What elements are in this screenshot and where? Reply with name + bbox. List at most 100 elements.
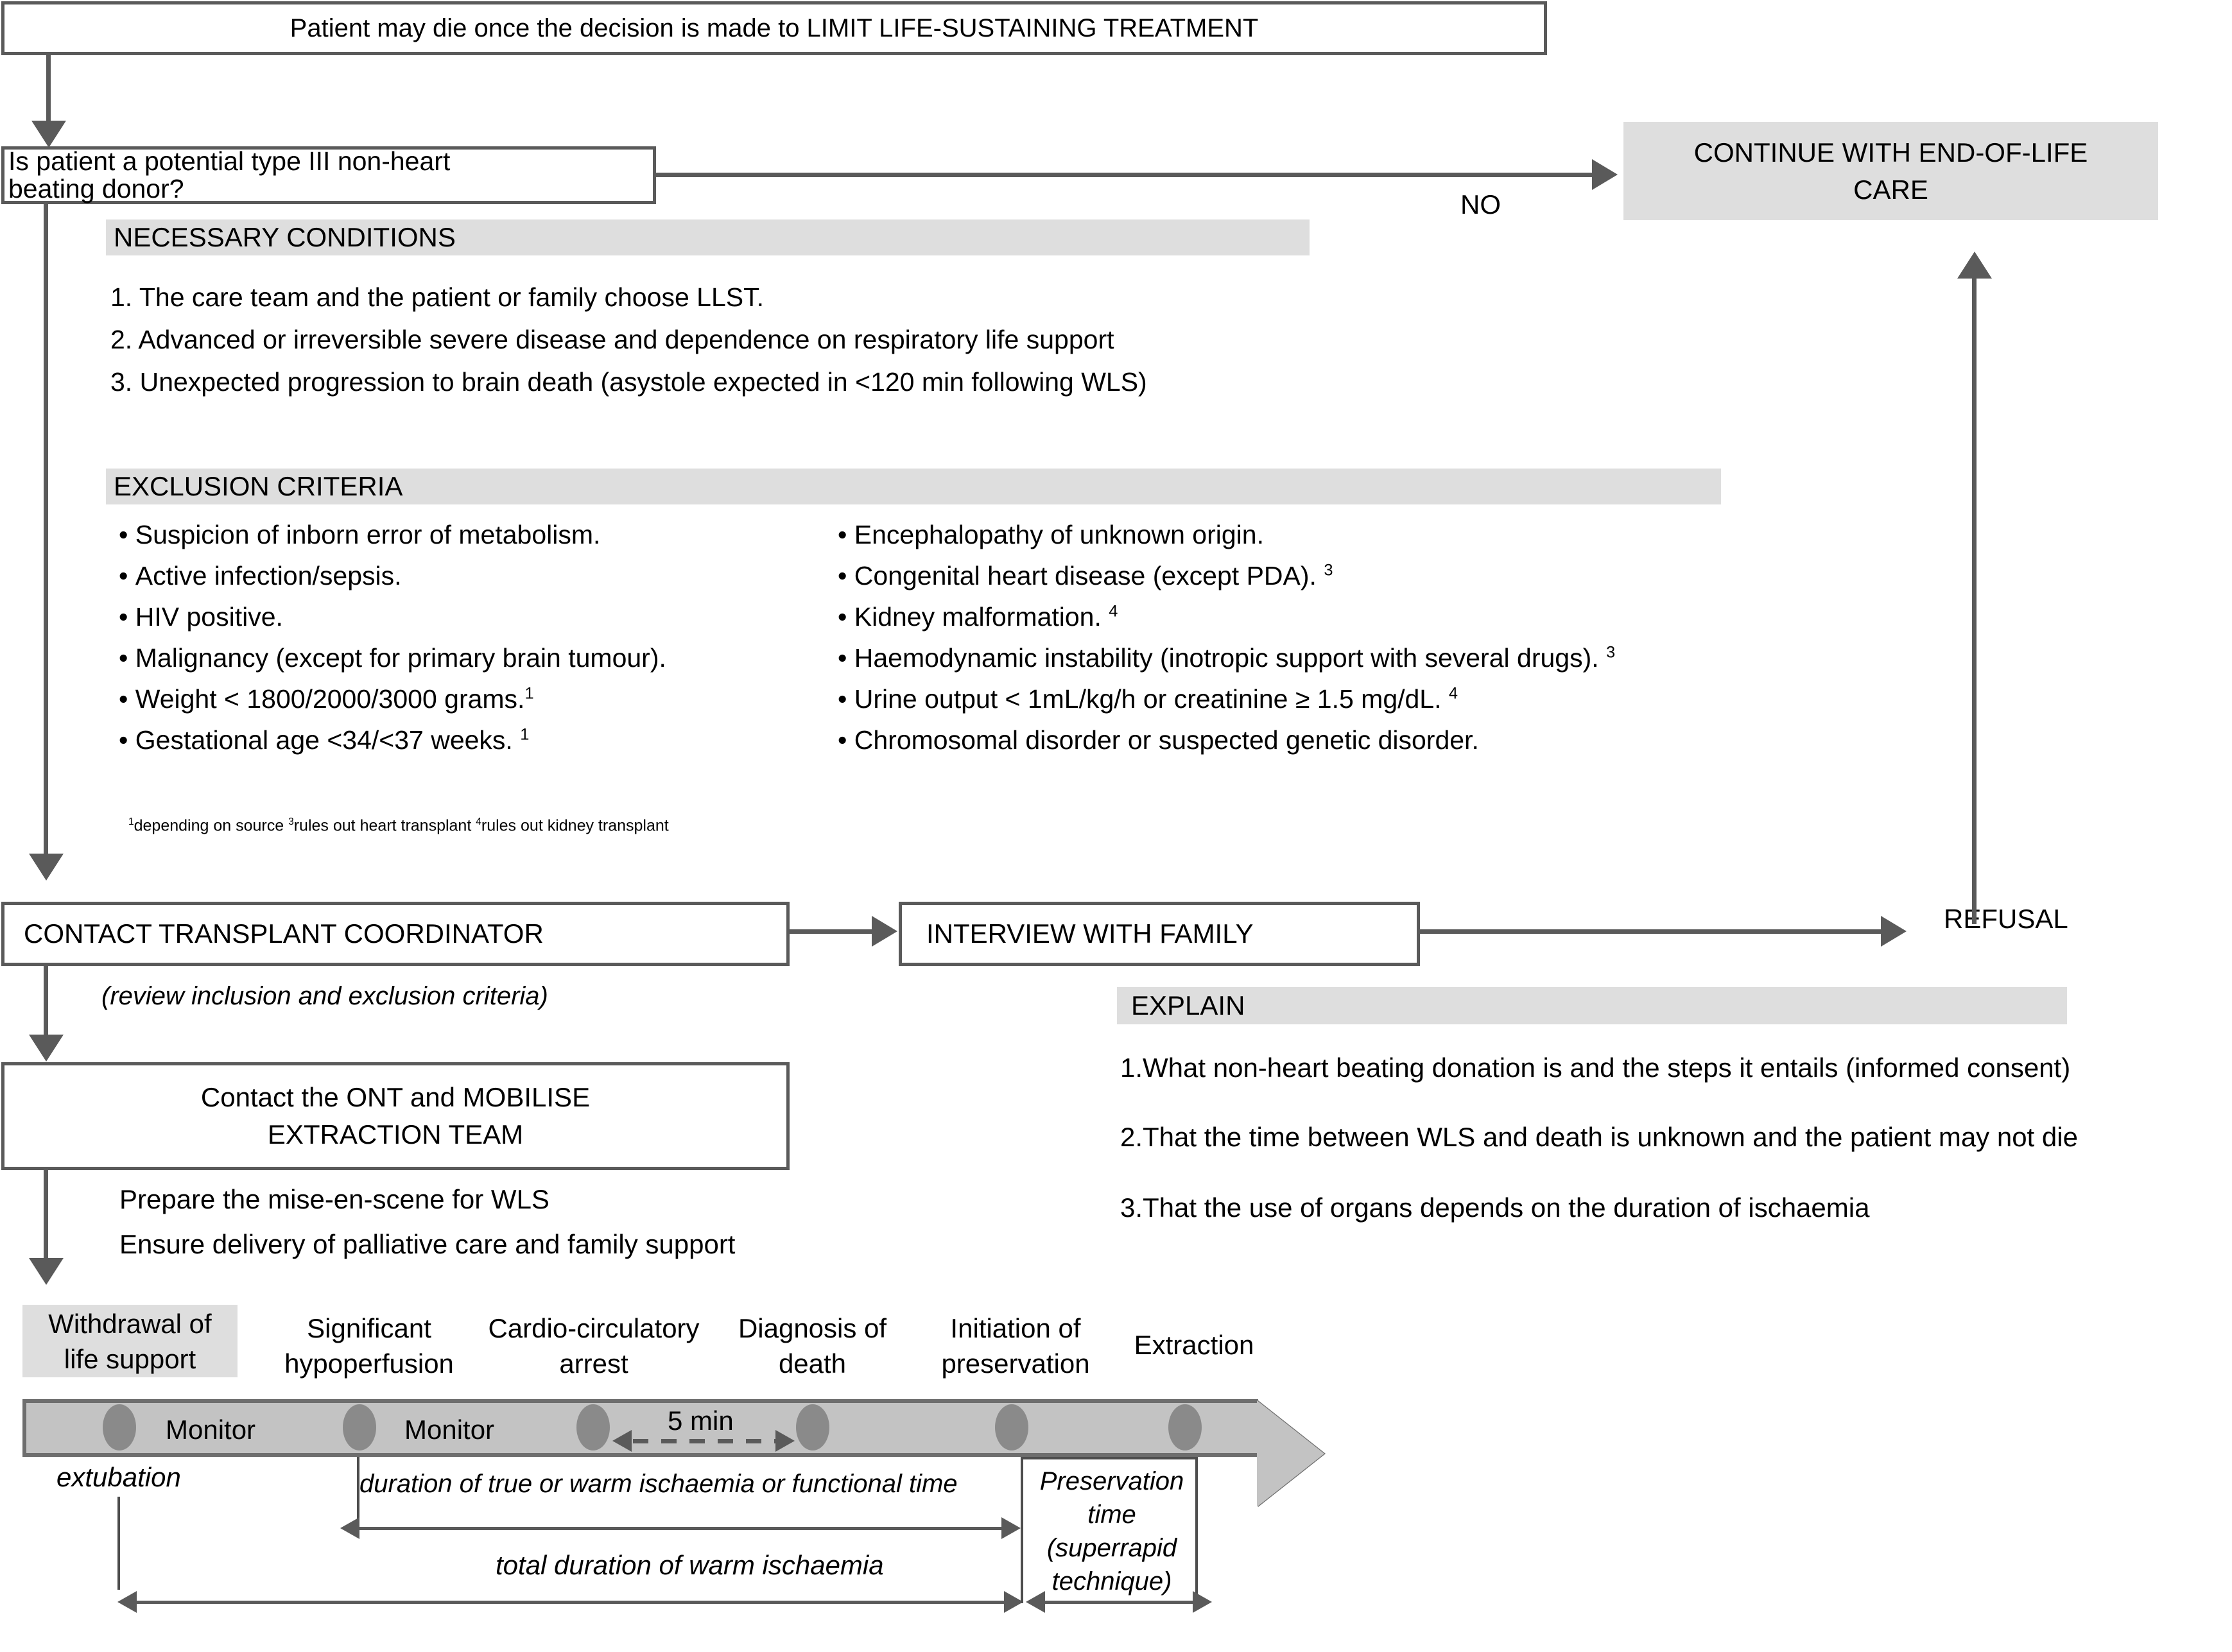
explain-item-2: 2.That the time between WLS and death is… — [1120, 1122, 2078, 1152]
exclusion-criteria-heading-band: EXCLUSION CRITERIA — [106, 469, 1721, 504]
timeline-stage-label-4: Initiation of preservation — [941, 1313, 1090, 1379]
decision-text: Is patient a potential type III non-hear… — [8, 146, 451, 203]
functional-time-label: duration of true or warm ischaemia or fu… — [359, 1470, 958, 1498]
total-ischaemia-arrow-right — [1004, 1591, 1023, 1613]
exclusion-right-item-note: 3 — [1606, 643, 1616, 662]
timeline-inline-label-0: Monitor — [166, 1415, 256, 1445]
footnote-marker: 4 — [476, 816, 481, 827]
exclusion-right-item-note: 3 — [1324, 561, 1333, 580]
exclusion-right-item-text: Encephalopathy of unknown origin. — [854, 520, 1264, 549]
exclusion-footnotes: 1depending on source 3rules out heart tr… — [128, 816, 669, 835]
interview-box-text: INTERVIEW WITH FAMILY — [926, 918, 1254, 949]
exclusion-left-item: • HIV positive. — [119, 602, 283, 632]
functional-time-line — [359, 1527, 1003, 1530]
timeline-inline-label-1: Monitor — [404, 1415, 495, 1445]
arrow-up-to-end-of-life — [1957, 252, 1992, 279]
connector-refusal-to-end-of-life — [1972, 276, 1977, 924]
explain-heading-band: EXPLAIN — [1117, 987, 2067, 1024]
exclusion-right-item-text: Urine output < 1mL/kg/h or creatinine ≥ … — [854, 684, 1442, 714]
arrow-down-to-timeline — [29, 1258, 64, 1285]
total-ischaemia-label: total duration of warm ischaemia — [496, 1550, 884, 1580]
footnote-text: rules out kidney transplant — [481, 816, 669, 835]
interview-box: INTERVIEW WITH FAMILY — [899, 902, 1420, 966]
timeline-marker — [576, 1404, 610, 1450]
timeline-marker — [796, 1404, 829, 1450]
refusal-label: REFUSAL — [1944, 904, 2068, 934]
connector-mobilise-to-timeline — [44, 1170, 48, 1263]
exclusion-right-item-text: Congenital heart disease (except PDA). — [854, 561, 1317, 590]
exclusion-left-item: • Suspicion of inborn error of metabolis… — [119, 520, 601, 549]
preservation-arrow-right — [1193, 1591, 1212, 1613]
connector-title-to-decision — [46, 55, 51, 126]
explain-heading: EXPLAIN — [1131, 990, 1245, 1020]
footnote-marker: 3 — [288, 816, 294, 827]
arrow-right-no-branch — [1592, 159, 1618, 190]
exclusion-right-item: • Urine output < 1mL/kg/h or creatinine … — [838, 684, 1458, 714]
connector-interview-to-refusal — [1420, 929, 1881, 934]
interval-arrow-left — [612, 1430, 632, 1452]
connector-no-branch — [656, 173, 1592, 177]
arrow-right-to-interview — [872, 916, 897, 947]
timeline-marker — [343, 1404, 376, 1450]
exclusion-criteria-heading: EXCLUSION CRITERIA — [114, 471, 403, 501]
timeline-stage-label-0: Withdrawal of life support — [48, 1308, 212, 1374]
timeline-stage-label-3: Diagnosis of death — [738, 1313, 887, 1379]
exclusion-left-item: • Malignancy (except for primary brain t… — [119, 643, 666, 673]
exclusion-left-item: • Gestational age <34/<37 weeks. 1 — [119, 725, 530, 755]
exclusion-left-item-note: 1 — [524, 684, 534, 703]
timeline-arrowhead — [1257, 1400, 1324, 1507]
timeline-stage-label-0-band: Withdrawal of life support — [22, 1305, 238, 1377]
exclusion-left-item-note: 1 — [520, 725, 530, 744]
necessary-item-2: 2. Advanced or irreversible severe disea… — [110, 325, 1114, 354]
preservation-tick-left — [1021, 1457, 1023, 1603]
footnote-text: rules out heart transplant — [293, 816, 472, 835]
exclusion-right-item-note: 4 — [1448, 684, 1458, 703]
arrow-right-to-refusal — [1881, 916, 1907, 947]
exclusion-right-item: • Congenital heart disease (except PDA).… — [838, 561, 1333, 590]
exclusion-right-item-text: Haemodynamic instability (inotropic supp… — [854, 643, 1599, 673]
exclusion-right-item-text: Kidney malformation. — [854, 602, 1102, 632]
title-banner-box: Patient may die once the decision is mad… — [1, 1, 1547, 55]
interval-label: 5 min — [668, 1406, 734, 1436]
total-ischaemia-arrow-left — [117, 1591, 137, 1613]
mobilise-note-2: Ensure delivery of palliative care and f… — [119, 1229, 736, 1259]
connector-coordinator-to-mobilise — [44, 966, 48, 1040]
timeline-stage-label-5: Extraction — [1134, 1330, 1254, 1360]
exclusion-left-item-text: HIV positive. — [135, 602, 283, 632]
timeline-marker — [995, 1404, 1028, 1450]
arrow-down-to-mobilise — [29, 1035, 64, 1062]
connector-coordinator-to-interview — [790, 929, 872, 934]
necessary-conditions-heading-band: NECESSARY CONDITIONS — [106, 219, 1310, 255]
end-of-life-box: CONTINUE WITH END-OF-LIFE CARE — [1623, 122, 2158, 220]
mobilise-box-text: Contact the ONT and MOBILISE EXTRACTION … — [200, 1082, 591, 1149]
functional-time-arrow-left — [340, 1517, 359, 1539]
functional-time-tick-left — [357, 1457, 359, 1529]
no-label: NO — [1460, 189, 1501, 219]
preservation-time-label: Preservation time (superrapid technique) — [1039, 1467, 1184, 1596]
necessary-conditions-heading: NECESSARY CONDITIONS — [114, 222, 456, 252]
coordinator-box: CONTACT TRANSPLANT COORDINATOR — [1, 902, 790, 966]
timeline-stage-label-1: Significant hypoperfusion — [284, 1313, 454, 1379]
exclusion-left-item-text: Active infection/sepsis. — [135, 561, 402, 590]
extubation-label: extubation — [56, 1462, 181, 1492]
arrow-down-to-decision — [31, 121, 66, 148]
preservation-arrow-left — [1026, 1591, 1045, 1613]
mobilise-note-1: Prepare the mise-en-scene for WLS — [119, 1184, 549, 1214]
arrow-down-to-coordinator — [29, 854, 64, 881]
title-banner-text: Patient may die once the decision is mad… — [290, 13, 1259, 42]
functional-time-arrow-right — [1001, 1517, 1021, 1539]
preservation-line — [1045, 1601, 1194, 1604]
end-of-life-text: CONTINUE WITH END-OF-LIFE CARE — [1693, 137, 2088, 205]
interval-arrow-right — [775, 1430, 795, 1452]
necessary-item-3: 3. Unexpected progression to brain death… — [110, 367, 1147, 397]
exclusion-left-item: • Weight < 1800/2000/3000 grams.1 — [119, 684, 534, 714]
interval-dashed-line — [633, 1439, 792, 1443]
exclusion-right-item-text: Chromosomal disorder or suspected geneti… — [854, 725, 1479, 755]
exclusion-right-item: • Kidney malformation. 4 — [838, 602, 1118, 632]
exclusion-left-item: • Active infection/sepsis. — [119, 561, 402, 590]
preservation-tick-top — [1021, 1457, 1198, 1459]
coordinator-box-text: CONTACT TRANSPLANT COORDINATOR — [24, 918, 544, 949]
connector-decision-to-coordinator — [44, 204, 48, 859]
extubation-tick — [117, 1497, 120, 1590]
